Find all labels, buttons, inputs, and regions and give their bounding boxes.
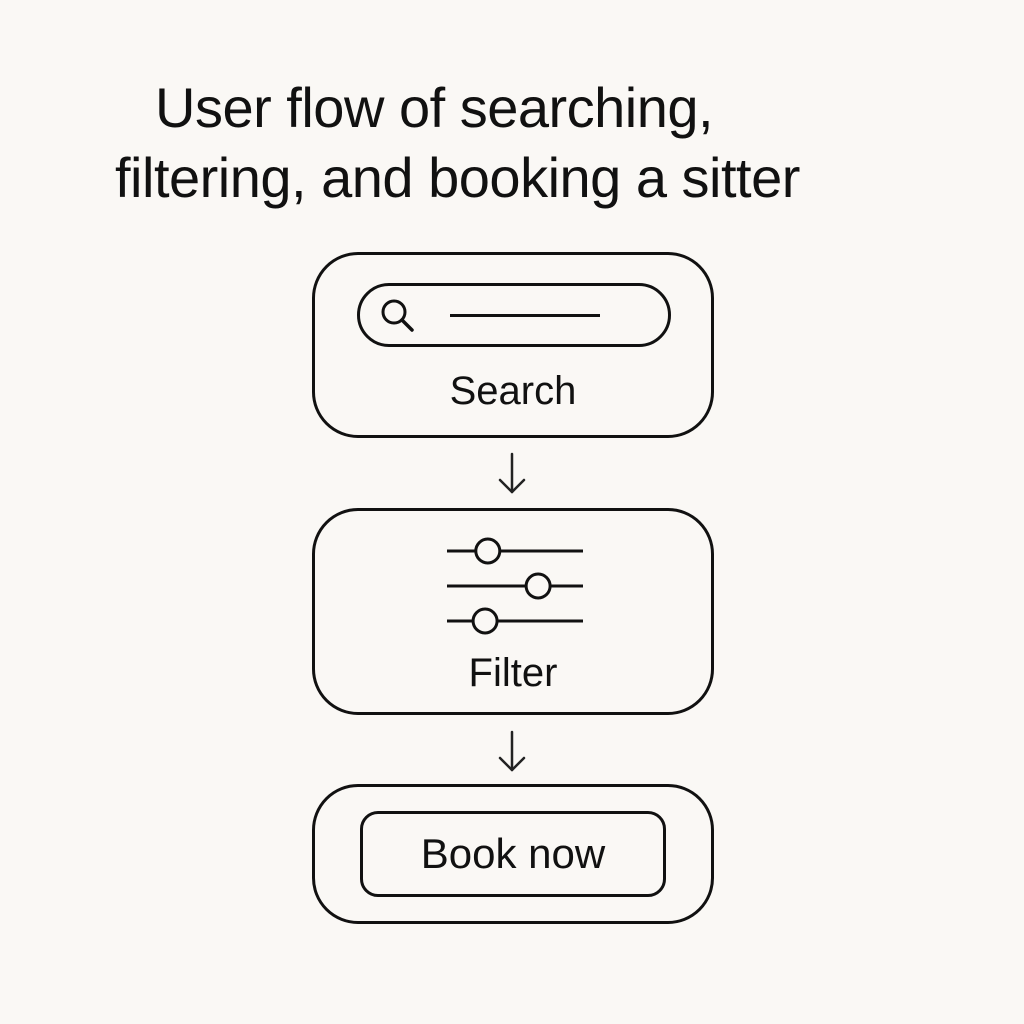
diagram-title-line-2: filtering, and booking a sitter xyxy=(115,146,800,209)
diagram-title-line-1: User flow of searching, xyxy=(155,76,714,139)
slider-knob-1[interactable] xyxy=(474,537,502,565)
search-input-placeholder-line xyxy=(450,314,600,317)
filter-step-card: Filter xyxy=(312,508,714,715)
slider-knob-2[interactable] xyxy=(524,572,552,600)
down-arrow-icon xyxy=(498,730,526,772)
search-step-card: Search xyxy=(312,252,714,438)
search-bar[interactable] xyxy=(357,283,671,347)
book-step-card: Book now xyxy=(312,784,714,924)
filter-step-label: Filter xyxy=(468,651,558,695)
search-step-label: Search xyxy=(449,369,577,413)
slider-knob-3[interactable] xyxy=(471,607,499,635)
search-icon xyxy=(381,299,414,332)
sliders-icon xyxy=(447,537,583,635)
book-now-button[interactable]: Book now xyxy=(360,811,666,897)
down-arrow-icon xyxy=(498,452,526,494)
